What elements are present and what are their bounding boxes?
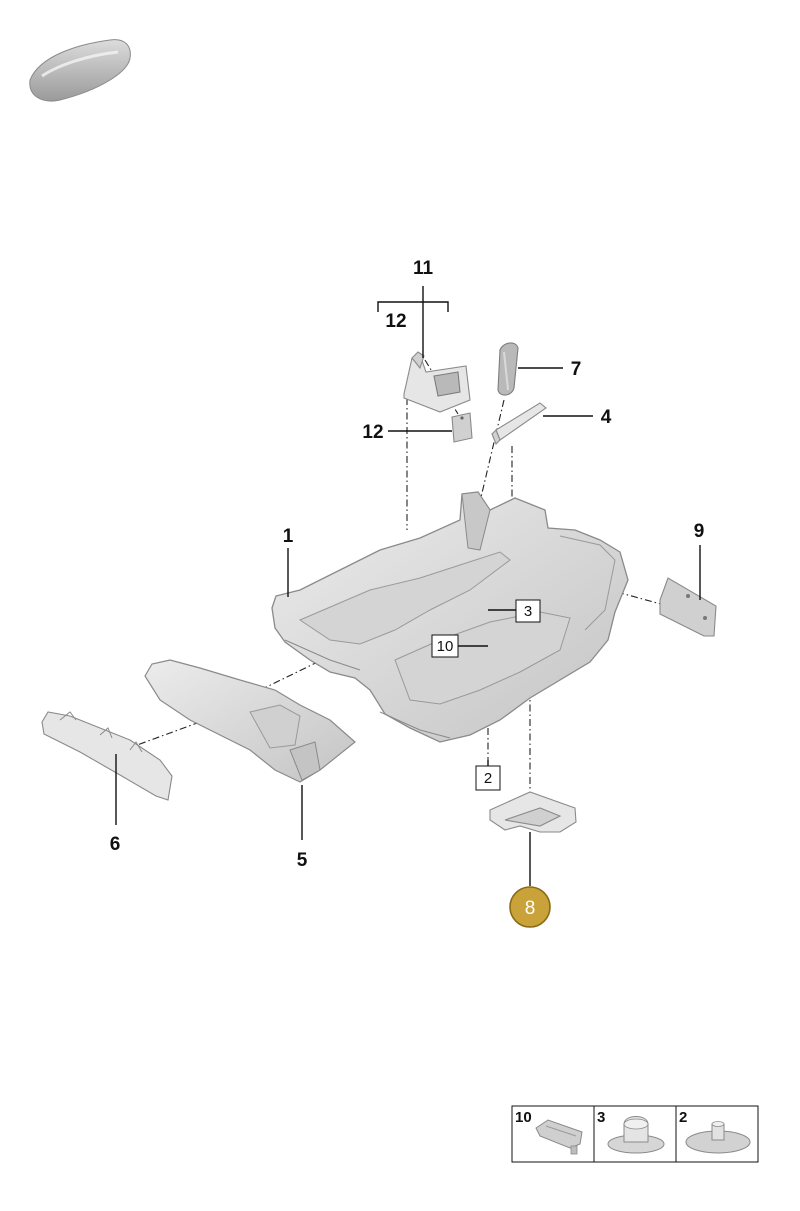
vehicle-silhouette-icon	[29, 39, 131, 102]
highlighted-callout-8-label: 8	[525, 898, 536, 919]
callout-1: 1	[283, 526, 294, 547]
part-9-side-panel	[659, 577, 717, 637]
boxed-callout-10-label: 10	[437, 638, 454, 655]
callout-5: 5	[297, 850, 308, 871]
callout-4: 4	[601, 407, 612, 428]
part-7-pad	[497, 342, 519, 396]
flat-fastener-icon	[685, 1121, 751, 1154]
callout-12: 12	[362, 422, 383, 443]
fastener-legend: 10 3 2	[511, 1105, 759, 1163]
boxed-callout-3: 3	[515, 599, 541, 623]
legend-item-2-number: 2	[679, 1109, 687, 1126]
callout-7: 7	[571, 359, 582, 380]
legend-item-10-number: 10	[515, 1109, 532, 1126]
part-6-long-strip	[41, 711, 173, 801]
part-8-bracket	[489, 791, 577, 833]
highlighted-callout-8: 8	[509, 886, 551, 928]
boxed-callout-3-label: 3	[524, 603, 532, 620]
part-5-tunnel-section	[144, 659, 356, 783]
push-rivet-icon	[607, 1116, 665, 1154]
boxed-callout-2: 2	[475, 765, 501, 791]
callout-6: 6	[110, 834, 121, 855]
clip-plug-icon	[535, 1119, 583, 1155]
part-11-front-trim	[403, 351, 471, 413]
part-4-plate	[491, 402, 547, 445]
part-12-cover-plate	[451, 412, 473, 443]
boxed-callout-2-label: 2	[484, 770, 492, 787]
callout-12-bracket: 12	[385, 311, 406, 332]
callout-11: 11	[413, 258, 434, 279]
legend-item-3-number: 3	[597, 1109, 605, 1126]
leader-lines	[115, 286, 701, 886]
part-1-floor-carpet	[271, 491, 629, 743]
callout-9: 9	[694, 521, 705, 542]
boxed-callout-10: 10	[431, 634, 459, 658]
